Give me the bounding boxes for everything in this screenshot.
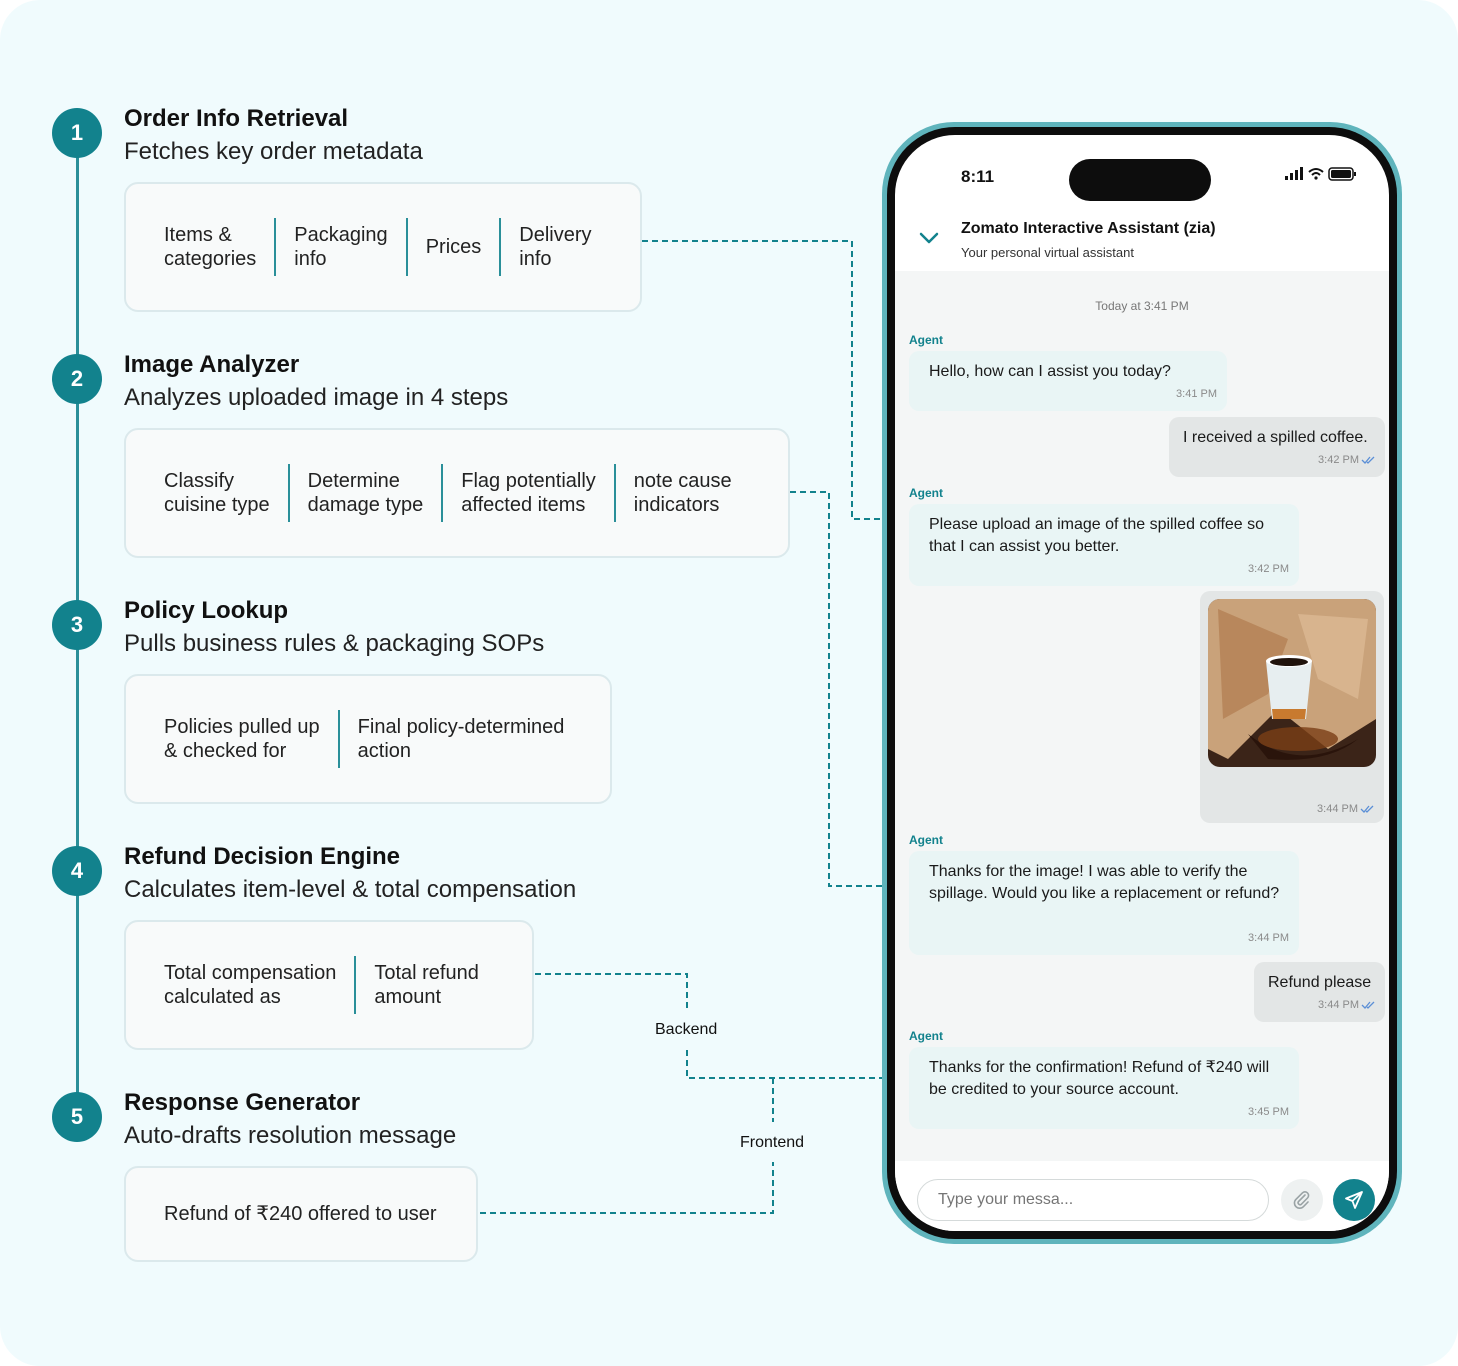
message-text: Refund please (1268, 974, 1372, 991)
step-3-item: Policies pulled up & checked for (164, 716, 320, 762)
step-2-title: Image Analyzer (124, 351, 300, 378)
step-4-subtitle: Calculates item-level & total compensati… (124, 876, 577, 903)
step-3-subtitle: Pulls business rules & packaging SOPs (124, 630, 545, 657)
message-agent: Please upload an image of the spilled co… (909, 504, 1299, 586)
step-3-title: Policy Lookup (124, 597, 289, 624)
step-4-item: Total refund amount (374, 962, 479, 1008)
divider (441, 464, 444, 522)
message-time: 3:44 PM (1317, 803, 1374, 815)
step-2-item: Classify cuisine type (164, 470, 270, 516)
chat-header: Zomato Interactive Assistant (zia) Your … (895, 201, 1389, 271)
step-1-item: Packaging info (294, 224, 388, 270)
phone-screen: 8:11 (895, 135, 1389, 1231)
step-5-card: Refund of ₹240 offered to user (124, 1166, 478, 1262)
message-time: 3:42 PM (1248, 563, 1289, 575)
step-2-item: note cause indicators (633, 470, 732, 516)
step-1-item: Delivery info (519, 224, 592, 270)
step-4-title: Refund Decision Engine (124, 843, 401, 870)
double-check-icon (1361, 456, 1375, 465)
chevron-down-icon[interactable] (919, 231, 939, 245)
double-check-icon (1361, 1001, 1375, 1010)
step-2-number: 2 (52, 354, 102, 404)
message-time: 3:41 PM (1176, 388, 1217, 400)
send-icon (1345, 1191, 1363, 1209)
connector-step5 (480, 1162, 774, 1214)
signal-icon (1285, 167, 1303, 180)
attach-button[interactable] (1281, 1179, 1323, 1221)
connector-backend-down (686, 1050, 914, 1088)
step-5-title: Response Generator (124, 1089, 361, 1116)
date-divider: Today at 3:41 PM (1095, 299, 1189, 313)
message-user: I received a spilled coffee. 3:42 PM (1169, 417, 1385, 477)
step-3-item: Final policy-determined action (357, 716, 565, 762)
divider (287, 464, 290, 522)
step-1-item: Items & categories (164, 224, 257, 270)
step-5-item: Refund of ₹240 offered to user (164, 1203, 437, 1225)
chat-title: Zomato Interactive Assistant (zia) (961, 220, 1216, 237)
divider (405, 218, 408, 276)
backend-label: Backend (655, 1021, 718, 1038)
step-1-number: 1 (52, 108, 102, 158)
message-text: Hello, how can I assist you today? (929, 363, 1171, 380)
battery-icon (1328, 167, 1356, 181)
step-1-subtitle: Fetches key order metadata (124, 138, 423, 165)
step-5-number: 5 (52, 1092, 102, 1142)
step-1-title: Order Info Retrieval (124, 105, 349, 132)
paperclip-icon (1293, 1191, 1310, 1210)
message-text: Please upload an image of the spilled co… (929, 516, 1265, 555)
message-time: 3:45 PM (1248, 1106, 1289, 1118)
divider (613, 464, 616, 522)
frontend-label: Frontend (740, 1134, 805, 1151)
dynamic-island (1069, 159, 1211, 201)
message-agent: Hello, how can I assist you today? 3:41 … (909, 351, 1227, 411)
agent-label: Agent (909, 833, 943, 847)
step-4-item: Total compensation calculated as (164, 962, 337, 1008)
status-icons (1285, 167, 1356, 181)
message-text: Thanks for the confirmation! Refund of ₹… (929, 1059, 1270, 1098)
message-user-image: 3:44 PM (1200, 591, 1384, 823)
step-5-subtitle: Auto-drafts resolution message (124, 1122, 457, 1149)
agent-label: Agent (909, 486, 943, 500)
step-1-card: Items & categories Packaging info Prices… (124, 182, 642, 312)
divider (337, 710, 340, 768)
send-button[interactable] (1333, 1179, 1375, 1221)
step-3-card: Policies pulled up & checked for Final p… (124, 674, 612, 804)
message-agent: Thanks for the confirmation! Refund of ₹… (909, 1047, 1299, 1129)
step-4-number: 4 (52, 846, 102, 896)
double-check-icon (1360, 805, 1374, 814)
message-text: Thanks for the image! I was able to veri… (929, 863, 1280, 902)
connector-step1 (642, 240, 914, 529)
message-time: 3:42 PM (1318, 449, 1375, 471)
step-3-number: 3 (52, 600, 102, 650)
connector-step2 (790, 491, 914, 896)
message-user: Refund please 3:44 PM (1254, 962, 1385, 1022)
step-2-subtitle: Analyzes uploaded image in 4 steps (124, 384, 509, 411)
message-text: I received a spilled coffee. (1183, 429, 1368, 446)
divider (274, 218, 277, 276)
message-time: 3:44 PM (1248, 932, 1289, 944)
chat-input-bar (895, 1161, 1389, 1231)
wifi-icon (1308, 168, 1324, 176)
status-time: 8:11 (961, 167, 995, 186)
agent-label: Agent (909, 333, 943, 347)
chat-messages: Today at 3:41 PM Agent Hello, how can I … (895, 271, 1389, 1161)
divider (354, 956, 357, 1014)
agent-label: Agent (909, 1029, 943, 1043)
phone-bezel: 8:11 (887, 127, 1397, 1239)
chat-subtitle: Your personal virtual assistant (961, 245, 1134, 260)
message-time: 3:44 PM (1318, 994, 1375, 1016)
step-2-item: Flag potentially affected items (461, 470, 596, 516)
spilled-coffee-photo-icon[interactable] (1208, 599, 1376, 767)
divider (499, 218, 502, 276)
step-1-item: Prices (425, 236, 482, 258)
phone-frame: 8:11 (882, 122, 1402, 1244)
step-2-item: Determine damage type (307, 470, 424, 516)
message-agent: Thanks for the image! I was able to veri… (909, 851, 1299, 955)
connector-step4 (535, 973, 688, 1010)
step-2-card: Classify cuisine type Determine damage t… (124, 428, 790, 558)
step-4-card: Total compensation calculated as Total r… (124, 920, 534, 1050)
message-input[interactable] (917, 1179, 1269, 1221)
